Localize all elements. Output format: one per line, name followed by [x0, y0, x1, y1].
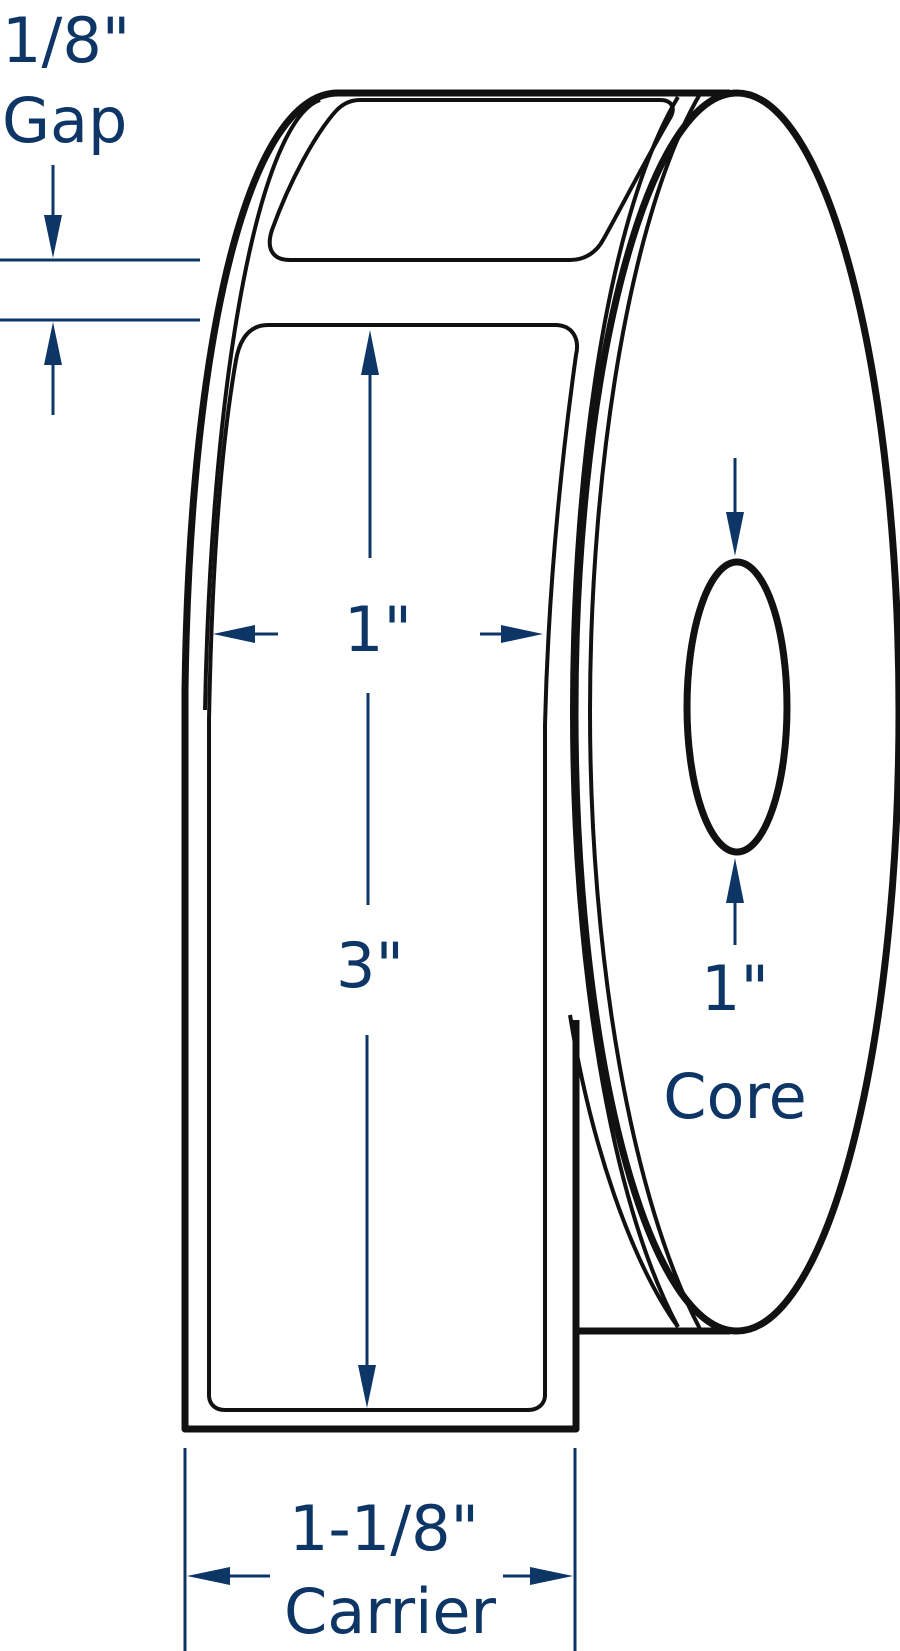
gap-value-label: 1/8" [2, 4, 130, 77]
gap-caption-label: Gap [2, 84, 127, 157]
roll-left-outer-curve [181, 89, 339, 691]
label-width-label: 1" [344, 593, 412, 666]
width-arrow-left-head [213, 625, 255, 643]
gap-arrow-bottom-head [44, 322, 62, 365]
carrier-arrow-right-head [530, 1567, 573, 1585]
gap-arrow-top-head [44, 215, 62, 258]
core-value-label: 1" [701, 952, 769, 1025]
height-arrow-bottom-head [358, 1365, 376, 1408]
roll-side-curve-1 [570, 95, 680, 1328]
carrier-right-curve [568, 1014, 680, 1329]
core-ellipse [683, 558, 791, 856]
front-label-outline [207, 323, 579, 1412]
carrier-outline [181, 690, 580, 1433]
carrier-caption-label: Carrier [284, 1575, 497, 1648]
width-arrow-right-head [501, 625, 543, 643]
top-label-outline [267, 98, 675, 262]
carrier-value-label: 1-1/8" [289, 1492, 479, 1565]
roll-left-inner-curve [203, 98, 321, 711]
roll-face-ellipse [571, 89, 900, 1335]
core-arrow-bottom-head [726, 858, 744, 903]
core-arrow-top-head [726, 512, 744, 556]
core-caption-label: Core [663, 1060, 807, 1133]
label-height-label: 3" [336, 929, 404, 1002]
roll-side-curve-2 [588, 92, 702, 1330]
carrier-arrow-left-head [187, 1567, 230, 1585]
height-arrow-top-head [361, 330, 379, 375]
